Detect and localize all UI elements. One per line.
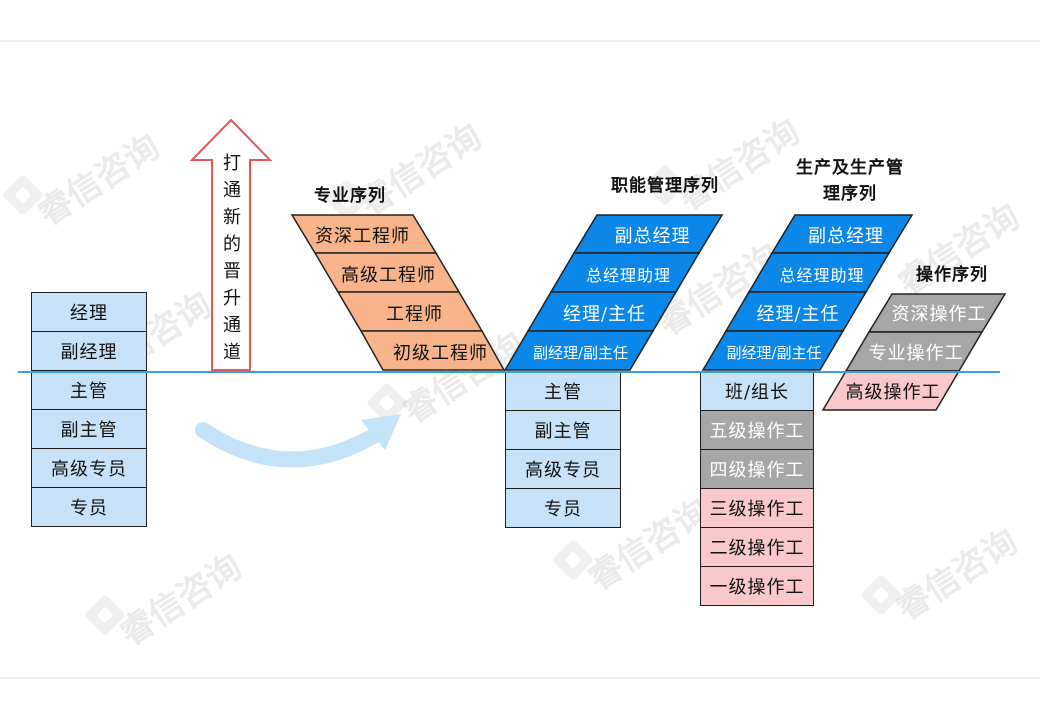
production-lower-rank: 班/组长	[700, 371, 814, 411]
production-upper-rank: 经理/主任	[756, 304, 840, 325]
watermark-text: 睿信咨询	[31, 126, 167, 235]
production-lower-rank: 三级操作工	[700, 488, 814, 528]
professional-rank: 资深工程师	[315, 226, 410, 247]
left-rank-box: 经理	[31, 292, 147, 332]
watermark-logo-icon	[551, 538, 595, 582]
functional-lower-rank: 高级专员	[505, 449, 621, 489]
professional-rank: 初级工程师	[393, 343, 488, 364]
left-rank-box: 主管	[31, 370, 147, 410]
left-rank-box: 高级专员	[31, 448, 147, 488]
watermark-logo-icon	[83, 593, 127, 637]
production-upper-rank: 副总经理	[808, 226, 884, 247]
professional-rank: 工程师	[386, 304, 443, 325]
functional-upper-rank: 副经理/副主任	[532, 343, 629, 362]
up-arrow-icon	[189, 118, 273, 371]
watermark-text: 睿信咨询	[889, 521, 1025, 630]
functional-upper-rank: 总经理助理	[585, 266, 671, 285]
left-rank-box: 副经理	[31, 331, 147, 371]
bottom-divider	[0, 677, 1040, 679]
top-divider	[0, 40, 1040, 42]
functional-upper-shapes	[503, 214, 724, 371]
operation-series-title: 操作序列	[916, 265, 988, 285]
watermark-text: 睿信咨询	[113, 546, 249, 655]
functional-upper-rank: 经理/主任	[562, 304, 647, 325]
production-lower-rank: 一级操作工	[700, 566, 814, 606]
arrow-label: 打通新的晋升通道	[223, 153, 241, 363]
functional-lower-rank: 副主管	[505, 410, 621, 450]
professional-rank: 高级工程师	[341, 265, 436, 286]
functional-upper-rank: 副总经理	[614, 226, 691, 247]
functional-lower-rank: 专员	[505, 488, 621, 528]
production-lower-rank: 二级操作工	[700, 527, 814, 567]
production-upper-rank: 副经理/副主任	[726, 343, 822, 362]
operation-rank: 专业操作工	[868, 343, 964, 364]
operation-rank: 高级操作工	[845, 382, 941, 403]
production-upper-shapes	[701, 214, 914, 371]
operation-series-shapes	[821, 293, 1007, 411]
curved-arrow-icon	[195, 414, 401, 468]
operation-rank: 资深操作工	[891, 304, 987, 325]
functional-series-title: 职能管理序列	[611, 176, 719, 196]
production-series-title-line1: 生产及生产管	[796, 158, 904, 178]
functional-lower-rank: 主管	[505, 371, 621, 411]
professional-series-title: 专业序列	[314, 186, 386, 206]
production-series-title-line2: 理序列	[823, 184, 877, 204]
production-lower-rank: 五级操作工	[700, 410, 814, 450]
production-upper-rank: 总经理助理	[779, 266, 865, 285]
baseline-divider	[18, 371, 1000, 373]
left-rank-box: 副主管	[31, 409, 147, 449]
watermark-logo-icon	[1, 173, 45, 217]
watermark-logo-icon	[859, 573, 903, 617]
production-lower-rank: 四级操作工	[700, 449, 814, 489]
professional-series-shapes	[290, 214, 506, 371]
left-rank-box: 专员	[31, 487, 147, 527]
